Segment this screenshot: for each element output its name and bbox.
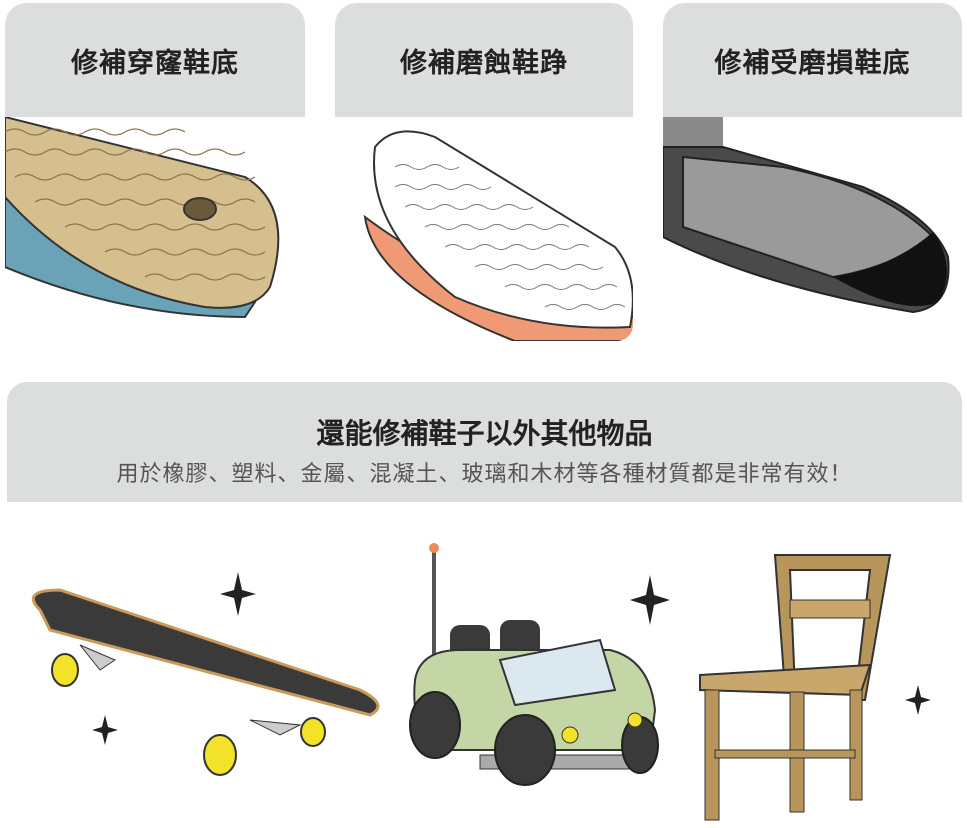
card-worn-heel: 修補磨蝕鞋踭 [335,3,633,341]
card-title: 修補磨蝕鞋踭 [335,3,633,117]
sparkle-icon [630,575,670,625]
wooden-chair-illustration [699,554,931,821]
banner-subtitle: 用於橡膠、塑料、金屬、混凝土、玻璃和木材等各種材質都是非常有效！ [116,462,853,487]
sparkle-icon [92,715,118,745]
toy-car-illustration [409,543,670,786]
hole-icon [183,197,217,221]
worn-toe-illustration [663,117,950,314]
sparkle-icon [905,685,931,715]
holed-sole-illustration [5,117,280,319]
sparkle-icon [220,572,256,616]
banner-title: 還能修補鞋子以外其他物品 [316,417,653,450]
card-hole-sole: 修補穿窿鞋底 [5,3,305,341]
card-title: 修補穿窿鞋底 [5,3,305,117]
other-uses-banner: 還能修補鞋子以外其他物品 用於橡膠、塑料、金屬、混凝土、玻璃和木材等各種材質都是… [7,382,962,502]
card-worn-sole: 修補受磨損鞋底 [663,3,962,341]
skateboard-illustration [31,572,380,776]
card-title: 修補受磨損鞋底 [663,3,962,117]
worn-heel-illustration [363,130,633,341]
